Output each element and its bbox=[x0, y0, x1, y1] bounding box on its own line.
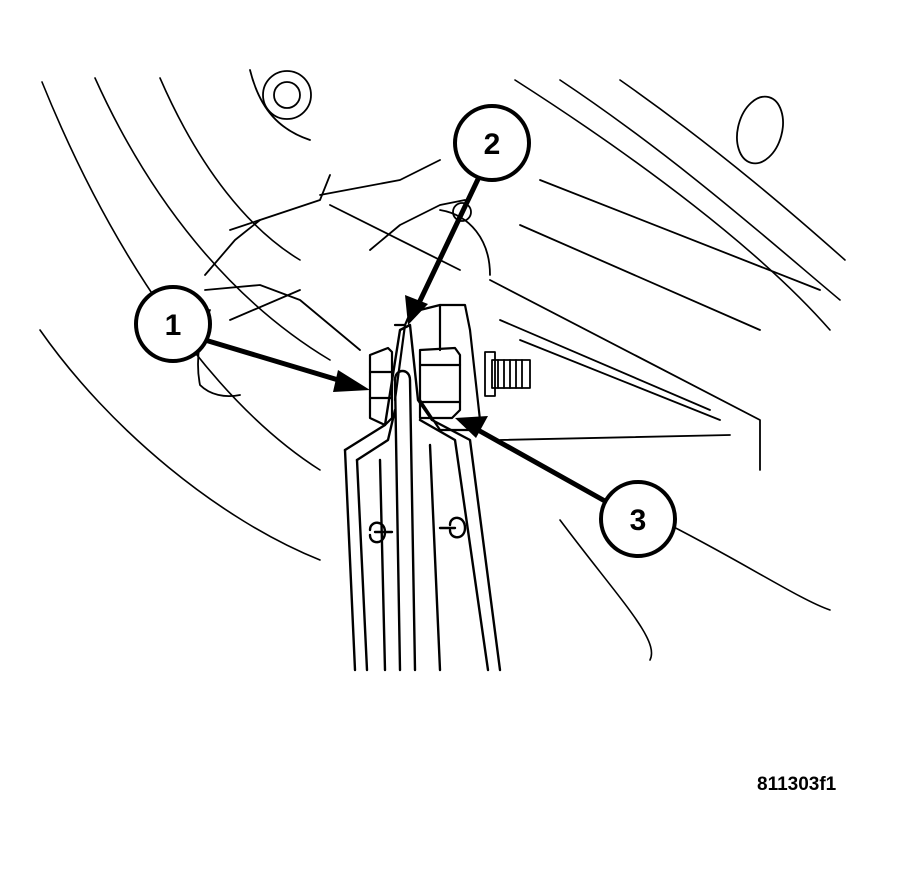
arrow-heads bbox=[333, 295, 488, 438]
callout-2: 2 bbox=[453, 104, 531, 182]
figure-id-label: 811303f1 bbox=[757, 774, 837, 795]
strut-bracket bbox=[393, 303, 482, 432]
arrow-head-3 bbox=[455, 416, 488, 438]
bolt-thread bbox=[484, 351, 531, 397]
leader-2 bbox=[415, 172, 483, 308]
nut-left bbox=[368, 346, 394, 427]
callout-1-label: 1 bbox=[165, 309, 182, 342]
tire-outline bbox=[39, 77, 846, 661]
leader-lines bbox=[202, 172, 615, 508]
callout-3-label: 3 bbox=[630, 504, 647, 537]
callout-2-label: 2 bbox=[484, 128, 501, 161]
leader-1 bbox=[202, 337, 348, 385]
nut-right bbox=[418, 346, 462, 420]
leader-3 bbox=[475, 427, 615, 508]
knuckle-housing bbox=[197, 69, 821, 471]
arrow-head-2 bbox=[405, 295, 428, 325]
arrow-head-1 bbox=[333, 370, 370, 392]
wrench-tool bbox=[343, 323, 502, 672]
callout-3: 3 bbox=[599, 480, 677, 558]
callout-1: 1 bbox=[134, 285, 212, 363]
